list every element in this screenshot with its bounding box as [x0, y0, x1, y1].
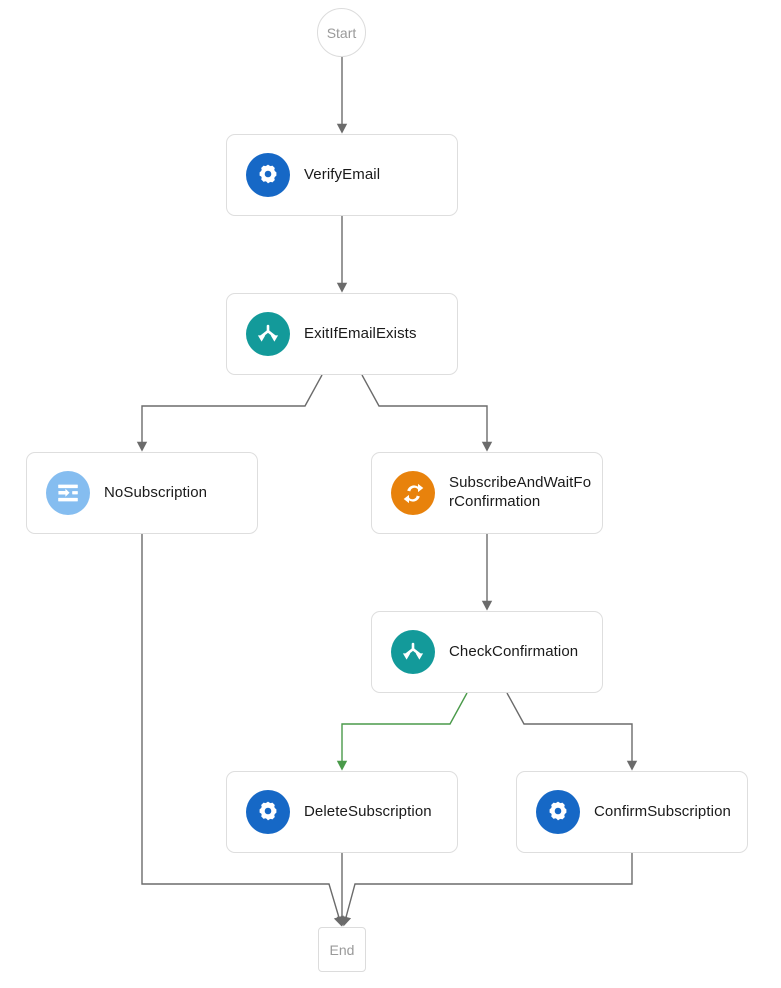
end-terminal-label: End: [329, 941, 355, 958]
gear-icon: [536, 790, 580, 834]
node-confirm-subscription[interactable]: ConfirmSubscription: [516, 771, 748, 853]
edge-exit-if-email-exists-to-no-subscription: [136, 374, 323, 452]
node-label: CheckConfirmation: [449, 642, 579, 660]
node-verify-email[interactable]: VerifyEmail: [226, 134, 458, 216]
edge-no-subscription-to-end: [141, 534, 344, 927]
node-label: NoSubscription: [104, 483, 208, 501]
branch-split-icon: [246, 312, 290, 356]
node-check-confirmation[interactable]: CheckConfirmation: [371, 611, 603, 693]
branch-split-icon: [391, 630, 435, 674]
gear-icon: [246, 790, 290, 834]
node-exit-if-email-exists[interactable]: ExitIfEmailExists: [226, 293, 458, 375]
node-label: SubscribeAndWaitForConfirmation: [449, 474, 592, 510]
edge-confirm-subscription-to-end: [341, 853, 633, 927]
edge-check-confirmation-to-confirm-subscription: [506, 692, 638, 771]
gear-icon: [246, 153, 290, 197]
node-delete-subscription[interactable]: DeleteSubscription: [226, 771, 458, 853]
node-label: ExitIfEmailExists: [304, 324, 417, 342]
node-label: DeleteSubscription: [304, 802, 432, 820]
start-terminal[interactable]: Start: [317, 8, 366, 57]
edge-exit-if-email-exists-to-subscribe-and-wait: [361, 374, 493, 452]
node-no-subscription[interactable]: NoSubscription: [26, 452, 258, 534]
node-label: ConfirmSubscription: [594, 802, 731, 820]
end-terminal[interactable]: End: [318, 927, 366, 972]
node-label: VerifyEmail: [304, 165, 381, 183]
start-terminal-label: Start: [326, 24, 357, 41]
sync-refresh-icon: [391, 471, 435, 515]
log-trace-icon: [46, 471, 90, 515]
node-subscribe-and-wait-for-confirmation[interactable]: SubscribeAndWaitForConfirmation: [371, 452, 603, 534]
edge-check-confirmation-to-delete-subscription: [336, 692, 468, 771]
